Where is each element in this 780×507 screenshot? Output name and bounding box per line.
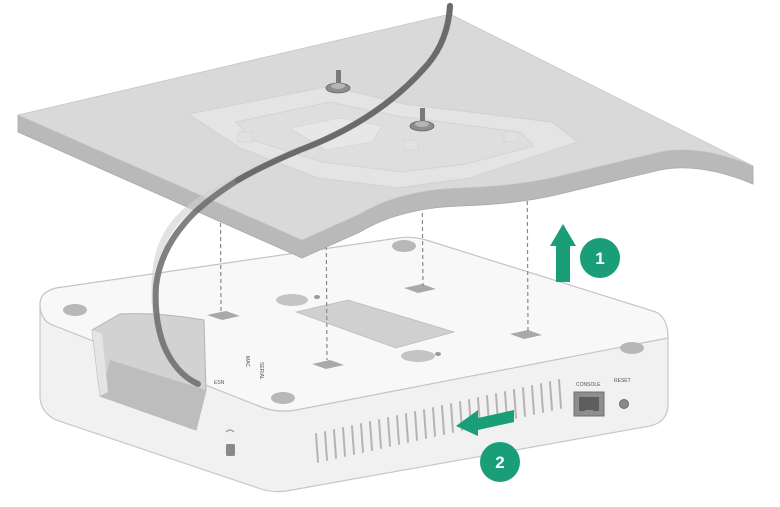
mac-label: MAC	[244, 356, 250, 368]
foot-pad	[620, 342, 644, 354]
mounting-slots	[207, 284, 542, 369]
lock-icon	[225, 429, 235, 456]
esn-label: ESN	[214, 380, 225, 386]
up-arrow-icon	[550, 224, 576, 282]
step-1-badge: 1	[580, 238, 620, 278]
foot-pad	[271, 392, 295, 404]
left-arrow-icon	[456, 410, 514, 436]
mounting-bracket	[186, 85, 580, 189]
foot-pad	[63, 304, 87, 316]
reset-button[interactable]	[619, 399, 629, 409]
network-cable	[151, 2, 454, 388]
serial-label: SERIAL	[258, 362, 264, 380]
step-2-number: 2	[495, 453, 504, 472]
foot-pad	[392, 240, 416, 252]
label-plate	[294, 299, 456, 349]
console-label: CONSOLE	[576, 382, 601, 388]
screw-icon	[409, 108, 435, 132]
access-point-device: MAC SERIAL ESN	[39, 236, 669, 493]
reset-label: RESET	[614, 378, 631, 384]
vent-slots	[315, 379, 562, 463]
step-2-badge: 2	[480, 442, 520, 482]
console-port	[573, 391, 605, 417]
step-1-number: 1	[595, 249, 604, 268]
screw-icon	[325, 70, 351, 94]
